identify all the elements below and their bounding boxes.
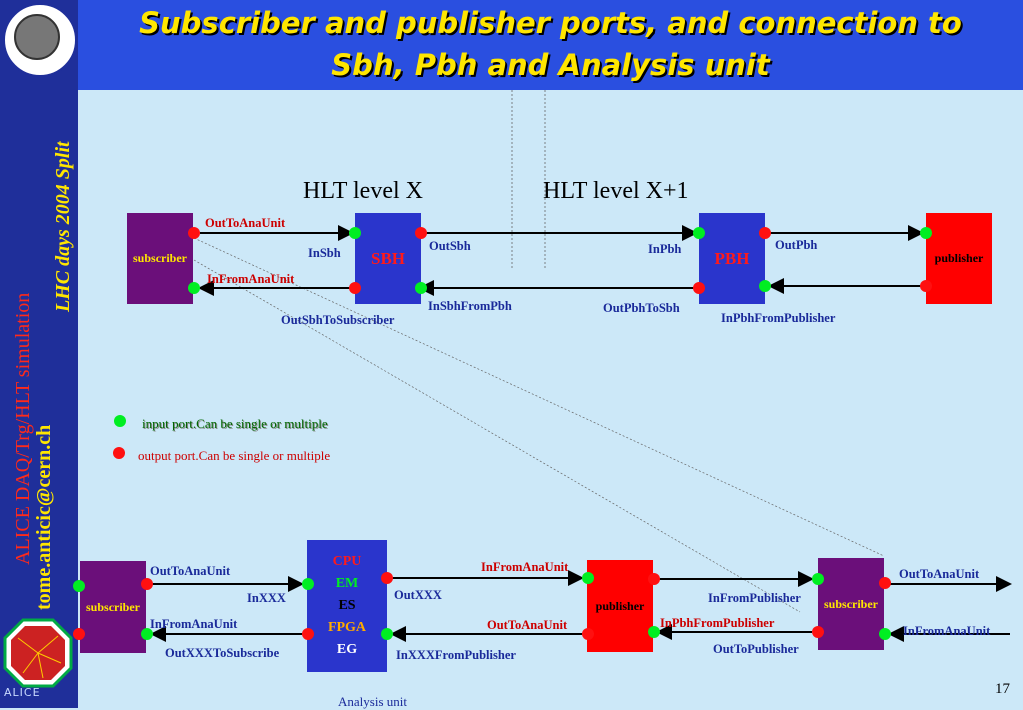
alice-logo-text: ALICE bbox=[4, 686, 41, 699]
input-port bbox=[759, 280, 771, 292]
publisher-label: publisher bbox=[934, 251, 984, 265]
input-port bbox=[188, 282, 200, 294]
label-out-xxx-to-subscriber: OutXXXToSubscribe bbox=[165, 646, 280, 660]
title-bar bbox=[78, 0, 1023, 90]
sbh-box: SBH bbox=[355, 213, 421, 304]
label-in-from-ana-unit-right: InFromAnaUnit bbox=[903, 624, 991, 638]
input-port bbox=[302, 578, 314, 590]
legend-output-text: output port.Can be single or multiple bbox=[138, 448, 331, 463]
label-in-pbh: InPbh bbox=[648, 242, 682, 256]
subscriber-label: subscriber bbox=[133, 251, 187, 265]
label-out-pbh: OutPbh bbox=[775, 238, 818, 252]
input-port bbox=[693, 227, 705, 239]
input-port bbox=[920, 227, 932, 239]
label-in-from-ana-unit: InFromAnaUnit bbox=[207, 272, 295, 286]
es-label: ES bbox=[338, 598, 356, 613]
publisher-box-top: publisher bbox=[926, 213, 992, 304]
input-port bbox=[73, 580, 85, 592]
input-port bbox=[349, 227, 361, 239]
analysis-unit-caption: Analysis unit bbox=[338, 694, 407, 709]
output-port bbox=[349, 282, 361, 294]
label-in-pbh-from-publisher: InPbhFromPublisher bbox=[660, 616, 775, 630]
input-port bbox=[415, 282, 427, 294]
label-out-to-ana-unit-mid: OutToAnaUnit bbox=[487, 618, 568, 632]
output-port bbox=[693, 282, 705, 294]
output-port bbox=[759, 227, 771, 239]
hlt-level-x1-label: HLT level X+1 bbox=[543, 178, 689, 204]
label-out-to-ana-unit-right: OutToAnaUnit bbox=[899, 567, 980, 581]
sbh-label: SBH bbox=[370, 248, 406, 268]
label-out-xxx: OutXXX bbox=[394, 588, 442, 602]
legend-output-port-icon bbox=[113, 447, 125, 459]
label-in-sbh-from-pbh: InSbhFromPbh bbox=[428, 299, 512, 313]
subscriber-box-bottom-right: subscriber bbox=[818, 558, 884, 650]
output-port bbox=[582, 628, 594, 640]
label-in-pbh-from-publisher: InPbhFromPublisher bbox=[721, 311, 836, 325]
legend-input-port-icon bbox=[114, 415, 126, 427]
cpu-label: CPU bbox=[332, 554, 362, 569]
input-port bbox=[648, 626, 660, 638]
label-out-to-ana-unit: OutToAnaUnit bbox=[205, 216, 286, 230]
input-port bbox=[812, 573, 824, 585]
output-port bbox=[141, 578, 153, 590]
alice-logo-icon bbox=[3, 618, 73, 688]
analysis-unit-box: CPU EM ES FPGA EG bbox=[307, 540, 387, 672]
output-port bbox=[648, 573, 660, 585]
label-out-to-publisher: OutToPublisher bbox=[713, 642, 799, 656]
subscriber-label: subscriber bbox=[824, 596, 878, 611]
output-port bbox=[415, 227, 427, 239]
label-out-pbh-to-sbh: OutPbhToSbh bbox=[603, 301, 680, 315]
output-port bbox=[188, 227, 200, 239]
pbh-box: PBH bbox=[699, 213, 765, 304]
subscriber-label: subscriber bbox=[86, 599, 140, 614]
input-port bbox=[582, 572, 594, 584]
output-port bbox=[812, 626, 824, 638]
sidebar bbox=[0, 0, 78, 708]
output-port bbox=[73, 628, 85, 640]
eg-label: EG bbox=[336, 642, 358, 657]
label-in-from-ana-unit-mid: InFromAnaUnit bbox=[481, 560, 569, 574]
input-port bbox=[141, 628, 153, 640]
label-in-xxx-from-publisher: InXXXFromPublisher bbox=[396, 648, 516, 662]
input-port bbox=[381, 628, 393, 640]
label-in-from-publisher: InFromPublisher bbox=[708, 591, 801, 605]
institute-seal-center bbox=[14, 14, 60, 60]
subscriber-box-top: subscriber bbox=[127, 213, 193, 304]
output-port bbox=[879, 577, 891, 589]
output-port bbox=[920, 280, 932, 292]
label-in-sbh: InSbh bbox=[308, 246, 341, 260]
label-out-to-ana-unit-left: OutToAnaUnit bbox=[150, 564, 231, 578]
page-title: Subscriber and publisher ports, and conn… bbox=[139, 6, 962, 82]
fpga-label: FPGA bbox=[327, 620, 367, 635]
label-in-xxx: InXXX bbox=[247, 591, 286, 605]
legend-input-text: input port.Can be single or multiple bbox=[142, 416, 328, 431]
label-out-sbh: OutSbh bbox=[429, 239, 471, 253]
publisher-label: publisher bbox=[595, 598, 645, 613]
output-port bbox=[302, 628, 314, 640]
label-out-sbh-to-subscriber: OutSbhToSubscriber bbox=[281, 313, 395, 327]
page-number: 17 bbox=[995, 681, 1010, 697]
publisher-box-bottom: publisher bbox=[587, 560, 653, 652]
output-port bbox=[381, 572, 393, 584]
subscriber-box-bottom-left: subscriber bbox=[80, 561, 146, 653]
hlt-level-x-label: HLT level X bbox=[303, 178, 423, 204]
input-port bbox=[879, 628, 891, 640]
label-in-from-ana-unit-left: InFromAnaUnit bbox=[150, 617, 238, 631]
pbh-label: PBH bbox=[714, 248, 750, 268]
em-label: EM bbox=[335, 576, 359, 591]
